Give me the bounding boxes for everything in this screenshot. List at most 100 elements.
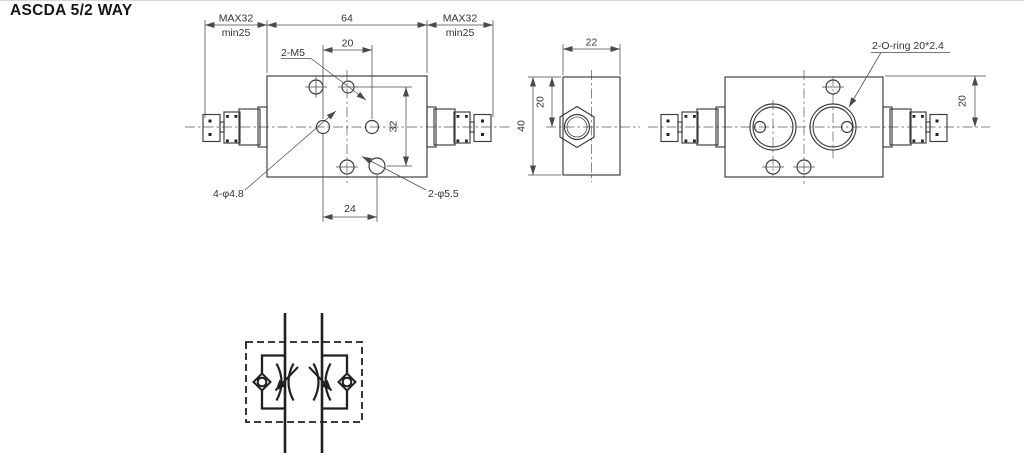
- locknut-dot: [234, 139, 238, 143]
- leader-4-phi4-8: 4-φ4.8: [213, 110, 337, 200]
- adjuster-cylinder: [889, 108, 912, 146]
- top-view: MAX32 min25 64 MAX32 min25 20 32: [185, 13, 510, 222]
- dimension-20: 20: [322, 38, 373, 119]
- dim-text-22: 22: [586, 37, 598, 49]
- dim-text-24: 24: [344, 203, 356, 215]
- side-boss-left: [257, 106, 268, 148]
- knob-dot: [935, 133, 939, 136]
- leader-2-phi5-5: 2-φ5.5: [361, 156, 459, 200]
- hole-counterbore: [368, 157, 386, 175]
- oring-port-right-outer: [809, 103, 857, 151]
- dimension-40: 40: [516, 76, 561, 176]
- locknut-dot: [456, 115, 460, 118]
- label-4-phi4-8: 4-φ4.8: [213, 188, 244, 200]
- knob-dot: [208, 133, 212, 136]
- dimension-22: 22: [562, 37, 621, 75]
- locknut-dot: [693, 139, 696, 143]
- locknut-dot: [921, 139, 924, 143]
- locknut-dot: [456, 139, 460, 143]
- locknut-dot: [684, 139, 688, 143]
- throttle-arc: [275, 362, 283, 402]
- dimension-chain-top: MAX32 min25 64 MAX32 min25: [204, 13, 494, 118]
- adjuster-cylinder: [696, 108, 719, 146]
- adjuster-knob: [473, 113, 492, 143]
- dimension-32: 32: [356, 86, 412, 167]
- hole-mid-left: [315, 119, 331, 135]
- port-hole-right: [840, 120, 854, 134]
- throttle-symbol-left: [274, 362, 299, 402]
- locknut-dot: [465, 115, 468, 118]
- leader-line: [310, 58, 367, 101]
- bottom-view: 2-O-ring 20*2.4 20: [648, 40, 990, 184]
- label-2-m5: 2-M5: [281, 47, 305, 59]
- locknut-dot: [234, 115, 238, 118]
- locknut-dot: [226, 139, 229, 143]
- knob-dot: [666, 133, 670, 136]
- leader-oring: 2-O-ring 20*2.4: [848, 40, 950, 108]
- locknut-dot: [912, 115, 916, 118]
- dim-text-40: 40: [516, 120, 528, 132]
- locknut-dot: [921, 115, 924, 118]
- dim-text-20: 20: [535, 96, 547, 108]
- dim-text-min25-right: min25: [446, 27, 475, 39]
- throttle-arc: [287, 362, 295, 402]
- dim-text-min25-left: min25: [222, 27, 251, 39]
- adjustment-arrow: [308, 366, 333, 392]
- check-valve-symbol-right: [337, 372, 357, 392]
- adjuster-right: [433, 108, 492, 146]
- drawing-title: ASCDA 5/2 WAY: [10, 2, 133, 19]
- oring-port-left-outer: [749, 103, 797, 151]
- locknut-dot: [226, 115, 229, 118]
- dim-text-64: 64: [341, 13, 353, 25]
- oring-port-left-inner: [752, 106, 794, 148]
- side-boss-left: [715, 106, 726, 148]
- hole-mid-right: [364, 119, 380, 135]
- dim-text-max32-left: MAX32: [219, 13, 254, 25]
- side-view: 22 40 20: [516, 37, 640, 182]
- adjuster-right: [889, 108, 948, 146]
- knob-dot: [481, 133, 484, 136]
- dimension-20-side: 20: [535, 77, 555, 127]
- locknut-dot: [693, 115, 696, 118]
- label-oring: 2-O-ring 20*2.4: [872, 40, 944, 52]
- leader-line: [244, 110, 337, 191]
- side-boss-right: [426, 106, 437, 148]
- small-holes: [762, 79, 844, 175]
- hex-plug-inner-circle: [566, 116, 588, 138]
- hex-plug-chamfer-circle: [563, 113, 591, 141]
- dim-text-20: 20: [957, 95, 969, 107]
- adjuster-left: [660, 108, 719, 146]
- label-2-phi5-5: 2-φ5.5: [428, 188, 459, 200]
- check-valve-ball: [341, 376, 353, 388]
- throttle-arc: [324, 362, 332, 402]
- dimension-20-bottom: 20: [885, 75, 986, 127]
- check-valve-ball: [256, 376, 268, 388]
- adjuster-left: [202, 108, 261, 146]
- knob-dot: [935, 119, 939, 123]
- adjuster-knob: [660, 113, 679, 143]
- dimension-24: 24: [322, 134, 378, 222]
- hex-plug: [559, 105, 595, 149]
- check-valve-symbol-left: [252, 372, 272, 392]
- knob-dot: [208, 119, 212, 123]
- throttle-arc: [312, 362, 320, 402]
- knob-dot: [666, 119, 670, 123]
- side-boss-right: [882, 106, 893, 148]
- adjuster-knob: [202, 113, 221, 143]
- hydraulic-schematic: [245, 313, 363, 453]
- leader-2-m5: 2-M5: [281, 47, 367, 101]
- dim-text-max32-right: MAX32: [443, 13, 478, 25]
- leader-line: [848, 52, 882, 108]
- locknut-dot: [465, 139, 468, 143]
- adjuster-cylinder: [433, 108, 456, 146]
- adjuster-cylinder: [238, 108, 261, 146]
- adjuster-knob: [929, 113, 948, 143]
- adjustment-arrow: [274, 366, 299, 392]
- oring-ports: [749, 76, 857, 177]
- side-body-outline: [562, 76, 621, 176]
- dim-text-20: 20: [342, 38, 354, 50]
- locknut-dot: [684, 115, 688, 118]
- knob-dot: [481, 119, 484, 123]
